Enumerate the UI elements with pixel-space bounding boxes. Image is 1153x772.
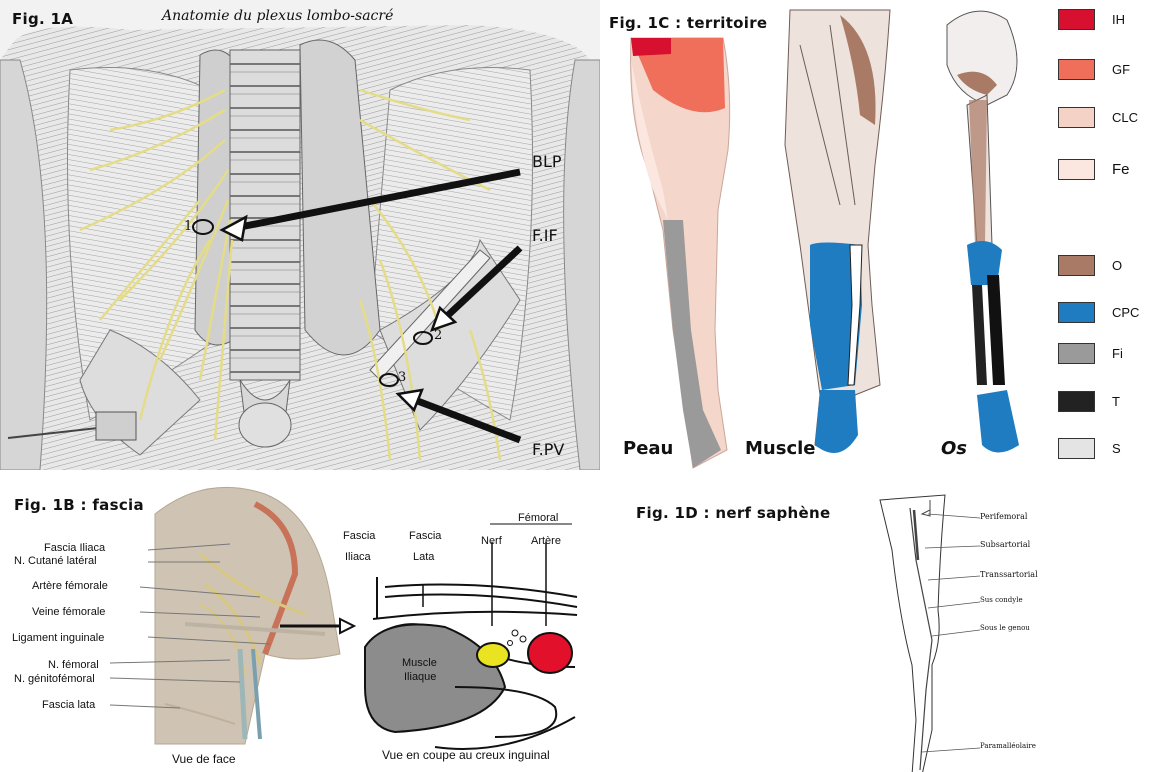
section-fascia-lata-1: Fascia [409, 530, 441, 542]
saphenous-label-sus-condyle: Sus condyle [980, 596, 1023, 604]
legend-item-cpc: CPC [1058, 300, 1139, 324]
legend-swatch-ih [1058, 9, 1095, 30]
label-n-cutane-lateral: N. Cutané latéral [14, 555, 97, 567]
arrow-label-fpv: F.PV [532, 440, 564, 459]
marker-3: 3 [398, 370, 406, 385]
legend-item-gf: GF [1058, 57, 1130, 81]
saphenous-label-transsartorial: Transsartorial [980, 570, 1038, 579]
section-artere: Artère [531, 535, 561, 547]
label-ligament-inguinale: Ligament inguinale [12, 632, 104, 644]
legend-swatch-o [1058, 255, 1095, 276]
saphenous-label-sous-le-genou: Sous le genou [980, 624, 1030, 632]
section-femoral: Fémoral [518, 512, 558, 524]
legend-item-fi: Fi [1058, 341, 1123, 365]
fig-1b-panel: Fig. 1B : fascia Fascia Iliaca N. Cutané… [0, 472, 600, 772]
legend-swatch-s [1058, 438, 1095, 459]
arrow-label-blp: BLP [532, 152, 562, 171]
legend-swatch-gf [1058, 59, 1095, 80]
view-label-os: Os [941, 438, 967, 459]
legend-item-ih: IH [1058, 7, 1125, 31]
legend-swatch-fe [1058, 159, 1095, 180]
legend-label-s: S [1112, 441, 1121, 456]
legend-label-fe: Fe [1112, 161, 1130, 178]
marker-2: 2 [434, 328, 442, 343]
legend-item-clc: CLC [1058, 105, 1138, 129]
arrow-label-fif: F.IF [532, 226, 558, 245]
view-label-muscle: Muscle [745, 438, 816, 459]
caption-vue-de-face: Vue de face [172, 752, 236, 766]
legend-item-s: S [1058, 436, 1121, 460]
saphenous-label-perifemoral: Perifemoral [980, 512, 1027, 521]
section-nerf: Nerf [481, 535, 502, 547]
view-label-peau: Peau [623, 438, 673, 459]
label-fascia-lata: Fascia lata [42, 699, 95, 711]
label-fascia-iliaca: Fascia Iliaca [44, 542, 105, 554]
fig-1b-label: Fig. 1B : fascia [14, 496, 144, 514]
legend-label-cpc: CPC [1112, 305, 1139, 320]
section-muscle-2: Iliaque [404, 671, 436, 683]
label-n-femoral: N. fémoral [48, 659, 99, 671]
section-fascia-iliaca-1: Fascia [343, 530, 375, 542]
leg-bone-territory [927, 5, 1025, 460]
legend-swatch-clc [1058, 107, 1095, 128]
saphenous-label-paramalleolaire: Paramalléolaire [980, 742, 1036, 750]
legend-item-t: T [1058, 389, 1120, 413]
legend-label-o: O [1112, 258, 1122, 273]
legend-label-ih: IH [1112, 12, 1125, 27]
section-fascia-iliaca-2: Iliaca [345, 551, 371, 563]
legend-swatch-fi [1058, 343, 1095, 364]
fascia-leader-lines [30, 532, 310, 772]
legend-item-o: O [1058, 253, 1122, 277]
label-n-genitofemoral: N. génitofémoral [14, 673, 95, 685]
section-fascia-lata-2: Lata [413, 551, 434, 563]
view-arrow [278, 616, 358, 636]
fig-1a-label: Fig. 1A [12, 10, 73, 28]
legend-label-t: T [1112, 394, 1120, 409]
saphenous-label-subsartorial: Subsartorial [980, 540, 1030, 549]
fig-1a-panel: Fig. 1A Anatomie du plexus lombo-sacré B… [0, 0, 600, 470]
fig-1a-title: Anatomie du plexus lombo-sacré [162, 8, 393, 24]
lumbosacral-plexus-illustration [0, 0, 600, 470]
section-muscle-1: Muscle [402, 657, 437, 669]
legend-swatch-t [1058, 391, 1095, 412]
caption-vue-en-coupe: Vue en coupe au creux inguinal [382, 748, 550, 762]
marker-1: 1 [184, 219, 192, 234]
section-leader-lines [350, 516, 590, 626]
legend-label-clc: CLC [1112, 110, 1138, 125]
fig-1d-panel: Fig. 1D : nerf saphène Perifemoral Subsa… [600, 472, 1153, 772]
legend-item-fe: Fe [1058, 157, 1130, 181]
leg-muscle-territory [780, 5, 910, 460]
label-veine-femorale: Veine fémorale [32, 606, 105, 618]
legend-swatch-cpc [1058, 302, 1095, 323]
fig-1c-panel: Fig. 1C : territoire Peau Muscle Os [605, 0, 1025, 470]
leg-skin-territory [623, 30, 763, 470]
fig-1d-label: Fig. 1D : nerf saphène [636, 504, 830, 522]
legend-label-gf: GF [1112, 62, 1130, 77]
label-artere-femorale: Artère fémorale [32, 580, 108, 592]
legend-label-fi: Fi [1112, 346, 1123, 361]
